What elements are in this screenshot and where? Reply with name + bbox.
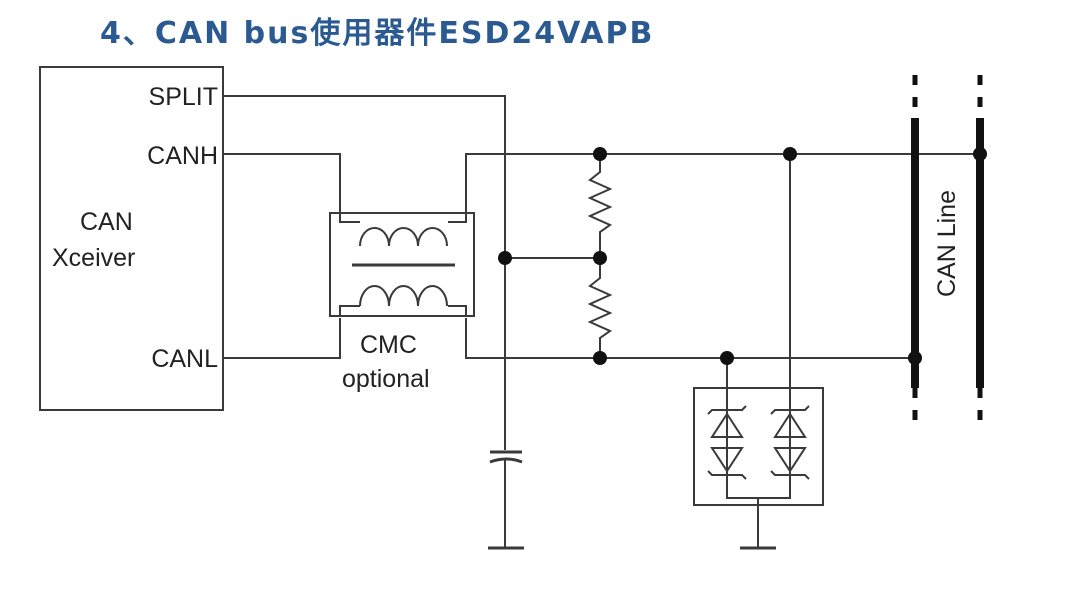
resistor-icon: [587, 154, 613, 358]
choke-icon: [329, 212, 475, 317]
transceiver-name-line2: Xceiver: [52, 244, 135, 272]
split-wire: [223, 95, 506, 450]
canh-wire-in: [223, 153, 341, 215]
capacitor-icon: [489, 450, 523, 548]
canl-wire-in: [223, 318, 341, 359]
transceiver-block: CAN Xceiver SPLIT CANH CANL: [39, 66, 224, 411]
cmc-label-line2: optional: [342, 365, 430, 393]
cmc-label-line1: CMC: [360, 331, 417, 359]
pin-label-canh: CANH: [147, 142, 218, 170]
can-bus-lines: [911, 75, 984, 430]
transceiver-name-line1: CAN: [80, 208, 133, 236]
pin-label-split: SPLIT: [149, 83, 218, 111]
canh-wire-out: [465, 153, 980, 215]
pin-label-canl: CANL: [151, 345, 218, 373]
page-title: 4、CAN bus使用器件ESD24VAPB: [100, 16, 655, 51]
canl-wire-out: [465, 318, 915, 359]
tvs-diode-icon: [693, 387, 824, 506]
transceiver-box: [39, 66, 224, 411]
junction-dots: [498, 147, 987, 365]
can-line-label: CAN Line: [933, 190, 961, 297]
